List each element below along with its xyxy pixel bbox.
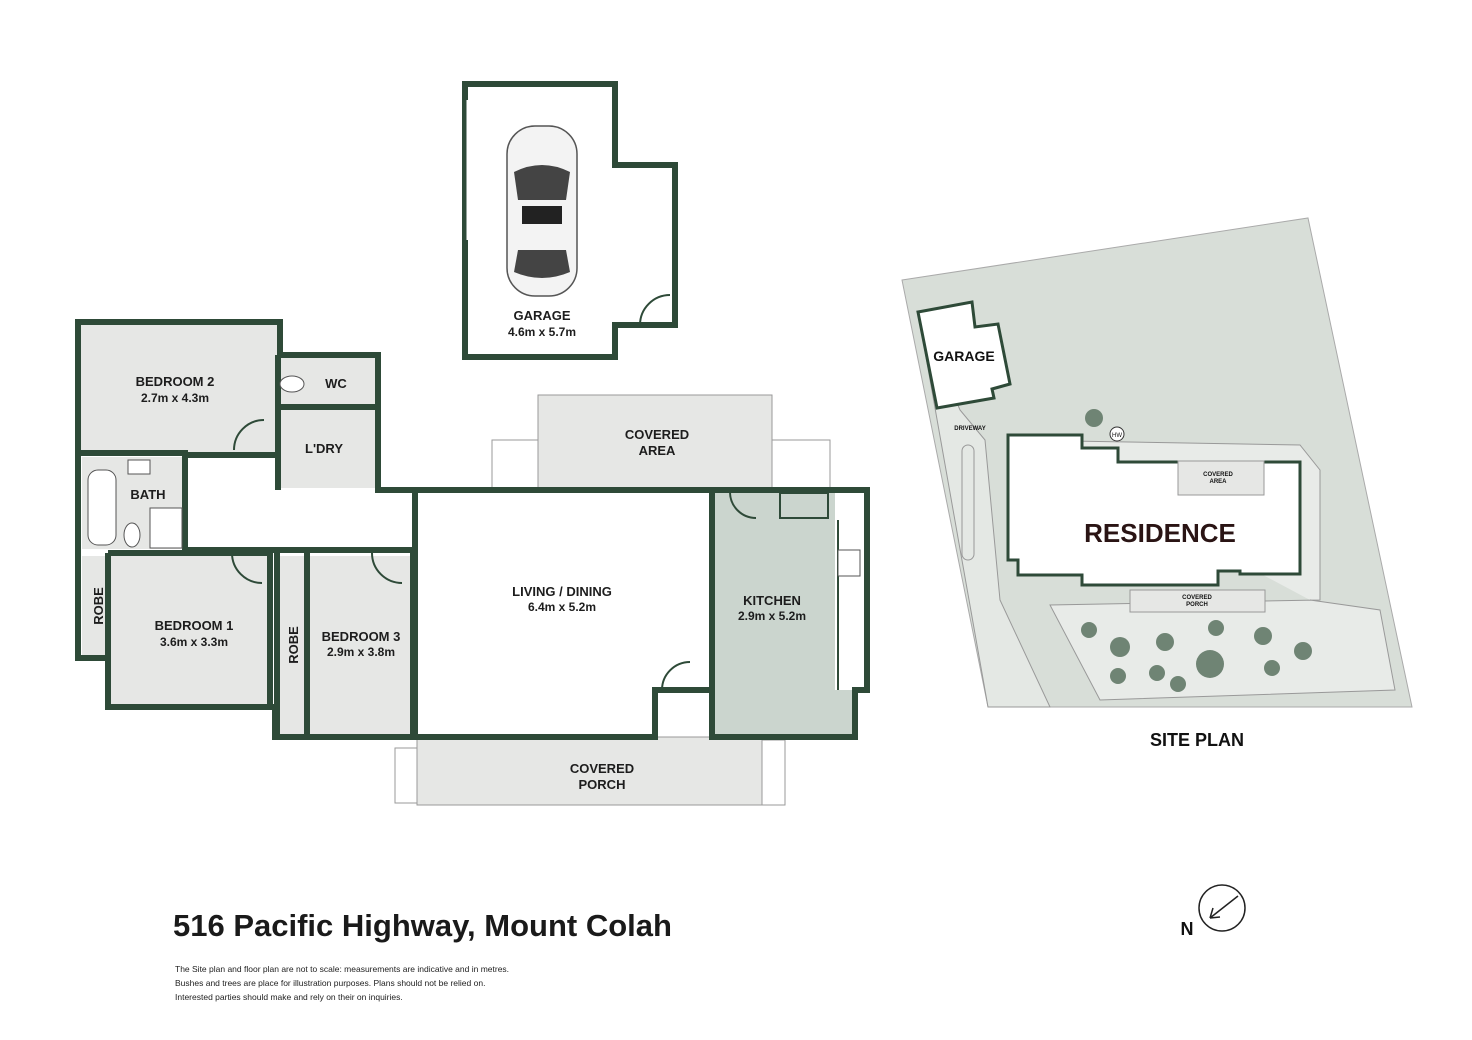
car-icon (506, 125, 578, 297)
bath-label: BATH (130, 487, 165, 502)
tree-icons (1081, 409, 1312, 692)
bedroom2-size: 2.7m x 4.3m (141, 391, 209, 405)
robe2-label: ROBE (286, 626, 301, 664)
bedroom3-size: 2.9m x 3.8m (327, 645, 395, 659)
site-covered-porch-label: COVERED (1182, 595, 1212, 601)
covered-area-label: COVERED (625, 427, 689, 442)
site-covered-area-label: COVERED (1203, 472, 1233, 478)
rooms: BEDROOM 2 2.7m x 4.3m WC L'DRY BATH ROBE… (75, 319, 870, 740)
site-plan: HW GARAGE DRIVEWAY RESIDENCE COVERED ARE… (901, 217, 1413, 750)
north-label: N (1181, 919, 1194, 939)
bedroom3-label: BEDROOM 3 (322, 629, 401, 644)
bedroom1-label: BEDROOM 1 (155, 618, 234, 633)
disclaimer: The Site plan and floor plan are not to … (175, 962, 509, 1004)
garage-size: 4.6m x 5.7m (508, 325, 576, 339)
kitchen-size: 2.9m x 5.2m (738, 609, 806, 623)
north-arrow-icon: N (1181, 884, 1246, 939)
covered-porch-label: COVERED (570, 761, 634, 776)
site-covered-area-label-2: AREA (1209, 479, 1227, 485)
disclaimer-line: The Site plan and floor plan are not to … (175, 964, 510, 974)
garage-label: GARAGE (513, 308, 570, 323)
covered-porch: COVERED PORCH (394, 736, 786, 806)
robe1-label: ROBE (91, 587, 106, 625)
address-title: 516 Pacific Highway, Mount Colah (173, 908, 672, 943)
residence-label: RESIDENCE (1084, 518, 1236, 548)
site-plan-title: SITE PLAN (1150, 730, 1244, 750)
covered-area-label-2: AREA (639, 443, 676, 458)
living-size: 6.4m x 5.2m (528, 600, 596, 614)
disclaimer-line: Interested parties should make and rely … (175, 992, 403, 1002)
driveway-label: DRIVEWAY (954, 426, 985, 432)
kitchen-label: KITCHEN (743, 593, 801, 608)
garage: GARAGE 4.6m x 5.7m (462, 81, 678, 360)
bedroom1-size: 3.6m x 3.3m (160, 635, 228, 649)
bedroom2-label: BEDROOM 2 (136, 374, 215, 389)
site-covered-porch-label-2: PORCH (1186, 602, 1208, 608)
covered-porch-label-2: PORCH (579, 777, 626, 792)
site-garage-label: GARAGE (933, 348, 994, 364)
hw-label: HW (1112, 433, 1122, 439)
disclaimer-line: Bushes and trees are place for illustrat… (175, 978, 486, 988)
laundry-label: L'DRY (305, 441, 343, 456)
wc-label: WC (325, 376, 347, 391)
covered-area: COVERED AREA (491, 394, 831, 491)
living-label: LIVING / DINING (512, 584, 612, 599)
